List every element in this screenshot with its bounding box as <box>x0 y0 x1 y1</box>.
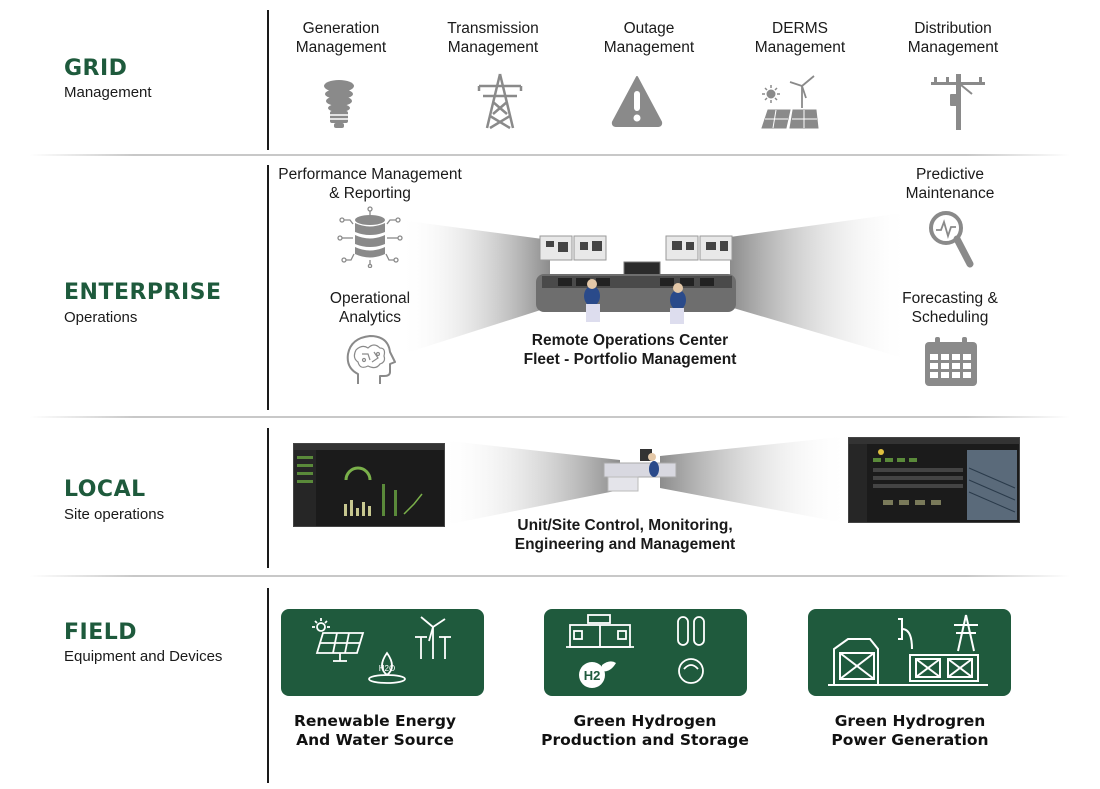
transmission-tower-icon <box>477 73 523 130</box>
h2o-text: H2O <box>379 664 395 673</box>
local-operator-illustration <box>603 449 677 492</box>
enterprise-beam-left <box>400 220 550 355</box>
forecasting-scheduling-label: Forecasting &Scheduling <box>902 290 998 326</box>
h2-text: H2 <box>584 668 601 683</box>
solar-wind-icon <box>761 75 819 129</box>
renewable-energy-box: H2O <box>281 609 484 696</box>
site-dashboard-screen-left <box>293 443 445 527</box>
utility-pole-icon <box>931 74 985 130</box>
separator <box>30 416 1070 418</box>
tier-subtitle-enterprise: Operations <box>64 309 138 326</box>
calendar-icon <box>925 337 977 386</box>
separator <box>30 575 1070 577</box>
separator <box>30 154 1070 156</box>
brain-icon <box>346 335 396 384</box>
tier-subtitle-grid: Management <box>64 84 152 101</box>
control-room-illustration <box>536 235 736 324</box>
unit-site-control-label: Unit/Site Control, Monitoring,Engineerin… <box>514 517 736 553</box>
warning-icon <box>611 76 663 127</box>
tier-title-grid: GRID <box>64 56 128 81</box>
tier-subtitle-local: Site operations <box>64 506 165 523</box>
enterprise-beam-right <box>730 212 910 360</box>
tier-subtitle-field: Equipment and Devices <box>64 648 223 665</box>
light-bulb-icon <box>324 80 354 128</box>
site-dashboard-screen-right <box>848 437 1020 523</box>
performance-management-label: Performance Management& Reporting <box>278 166 462 202</box>
enterprise-divider <box>267 165 269 410</box>
tier-title-field: FIELD <box>64 620 138 645</box>
field-divider <box>267 588 269 783</box>
local-beam-left <box>440 440 620 526</box>
green-hydrogen-power-box <box>808 609 1011 696</box>
tier-title-enterprise: ENTERPRISE <box>64 280 222 305</box>
tier-title-local: LOCAL <box>64 477 146 502</box>
database-icon <box>337 206 403 268</box>
grid-divider <box>267 10 269 150</box>
magnifier-icon <box>929 211 974 268</box>
local-divider <box>267 428 269 568</box>
local-beam-right <box>660 436 850 524</box>
green-hydrogen-production-box: H2 <box>544 609 747 696</box>
